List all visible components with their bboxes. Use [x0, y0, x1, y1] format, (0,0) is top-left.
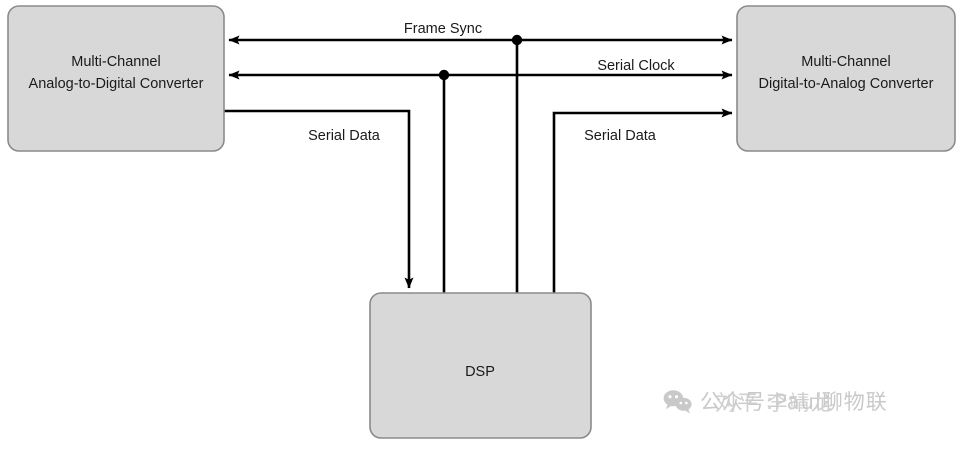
signal-label-serial-data-dac: Serial Data	[584, 128, 657, 144]
wire-serial-data-dsp-to-dac	[552, 108, 733, 293]
block-dsp-rect	[369, 292, 592, 439]
block-dac-label-line2: Digital-to-Analog Converter	[759, 76, 934, 92]
wire-serial-data-adc-to-dsp	[224, 109, 414, 289]
block-dac-label-line1: Multi-Channel	[801, 54, 890, 70]
block-adc-label-line1: Multi-Channel	[71, 54, 160, 70]
signal-label-serial-clock: Serial Clock	[597, 58, 675, 74]
signal-label-serial-data-adc: Serial Data	[308, 128, 381, 144]
block-dac[interactable]: Multi-Channel Digital-to-Analog Converte…	[736, 5, 956, 152]
block-adc-label-line2: Analog-to-Digital Converter	[29, 76, 204, 92]
junction-dot-frame-sync	[511, 34, 523, 46]
junction-dot-serial-clock	[438, 69, 450, 81]
block-dac-rect	[736, 5, 956, 152]
signal-label-frame-sync: Frame Sync	[404, 21, 482, 37]
block-dsp-label: DSP	[465, 364, 495, 380]
block-adc[interactable]: Multi-Channel Analog-to-Digital Converte…	[7, 5, 225, 152]
block-dsp[interactable]: DSP	[369, 292, 592, 439]
block-adc-rect	[7, 5, 225, 152]
